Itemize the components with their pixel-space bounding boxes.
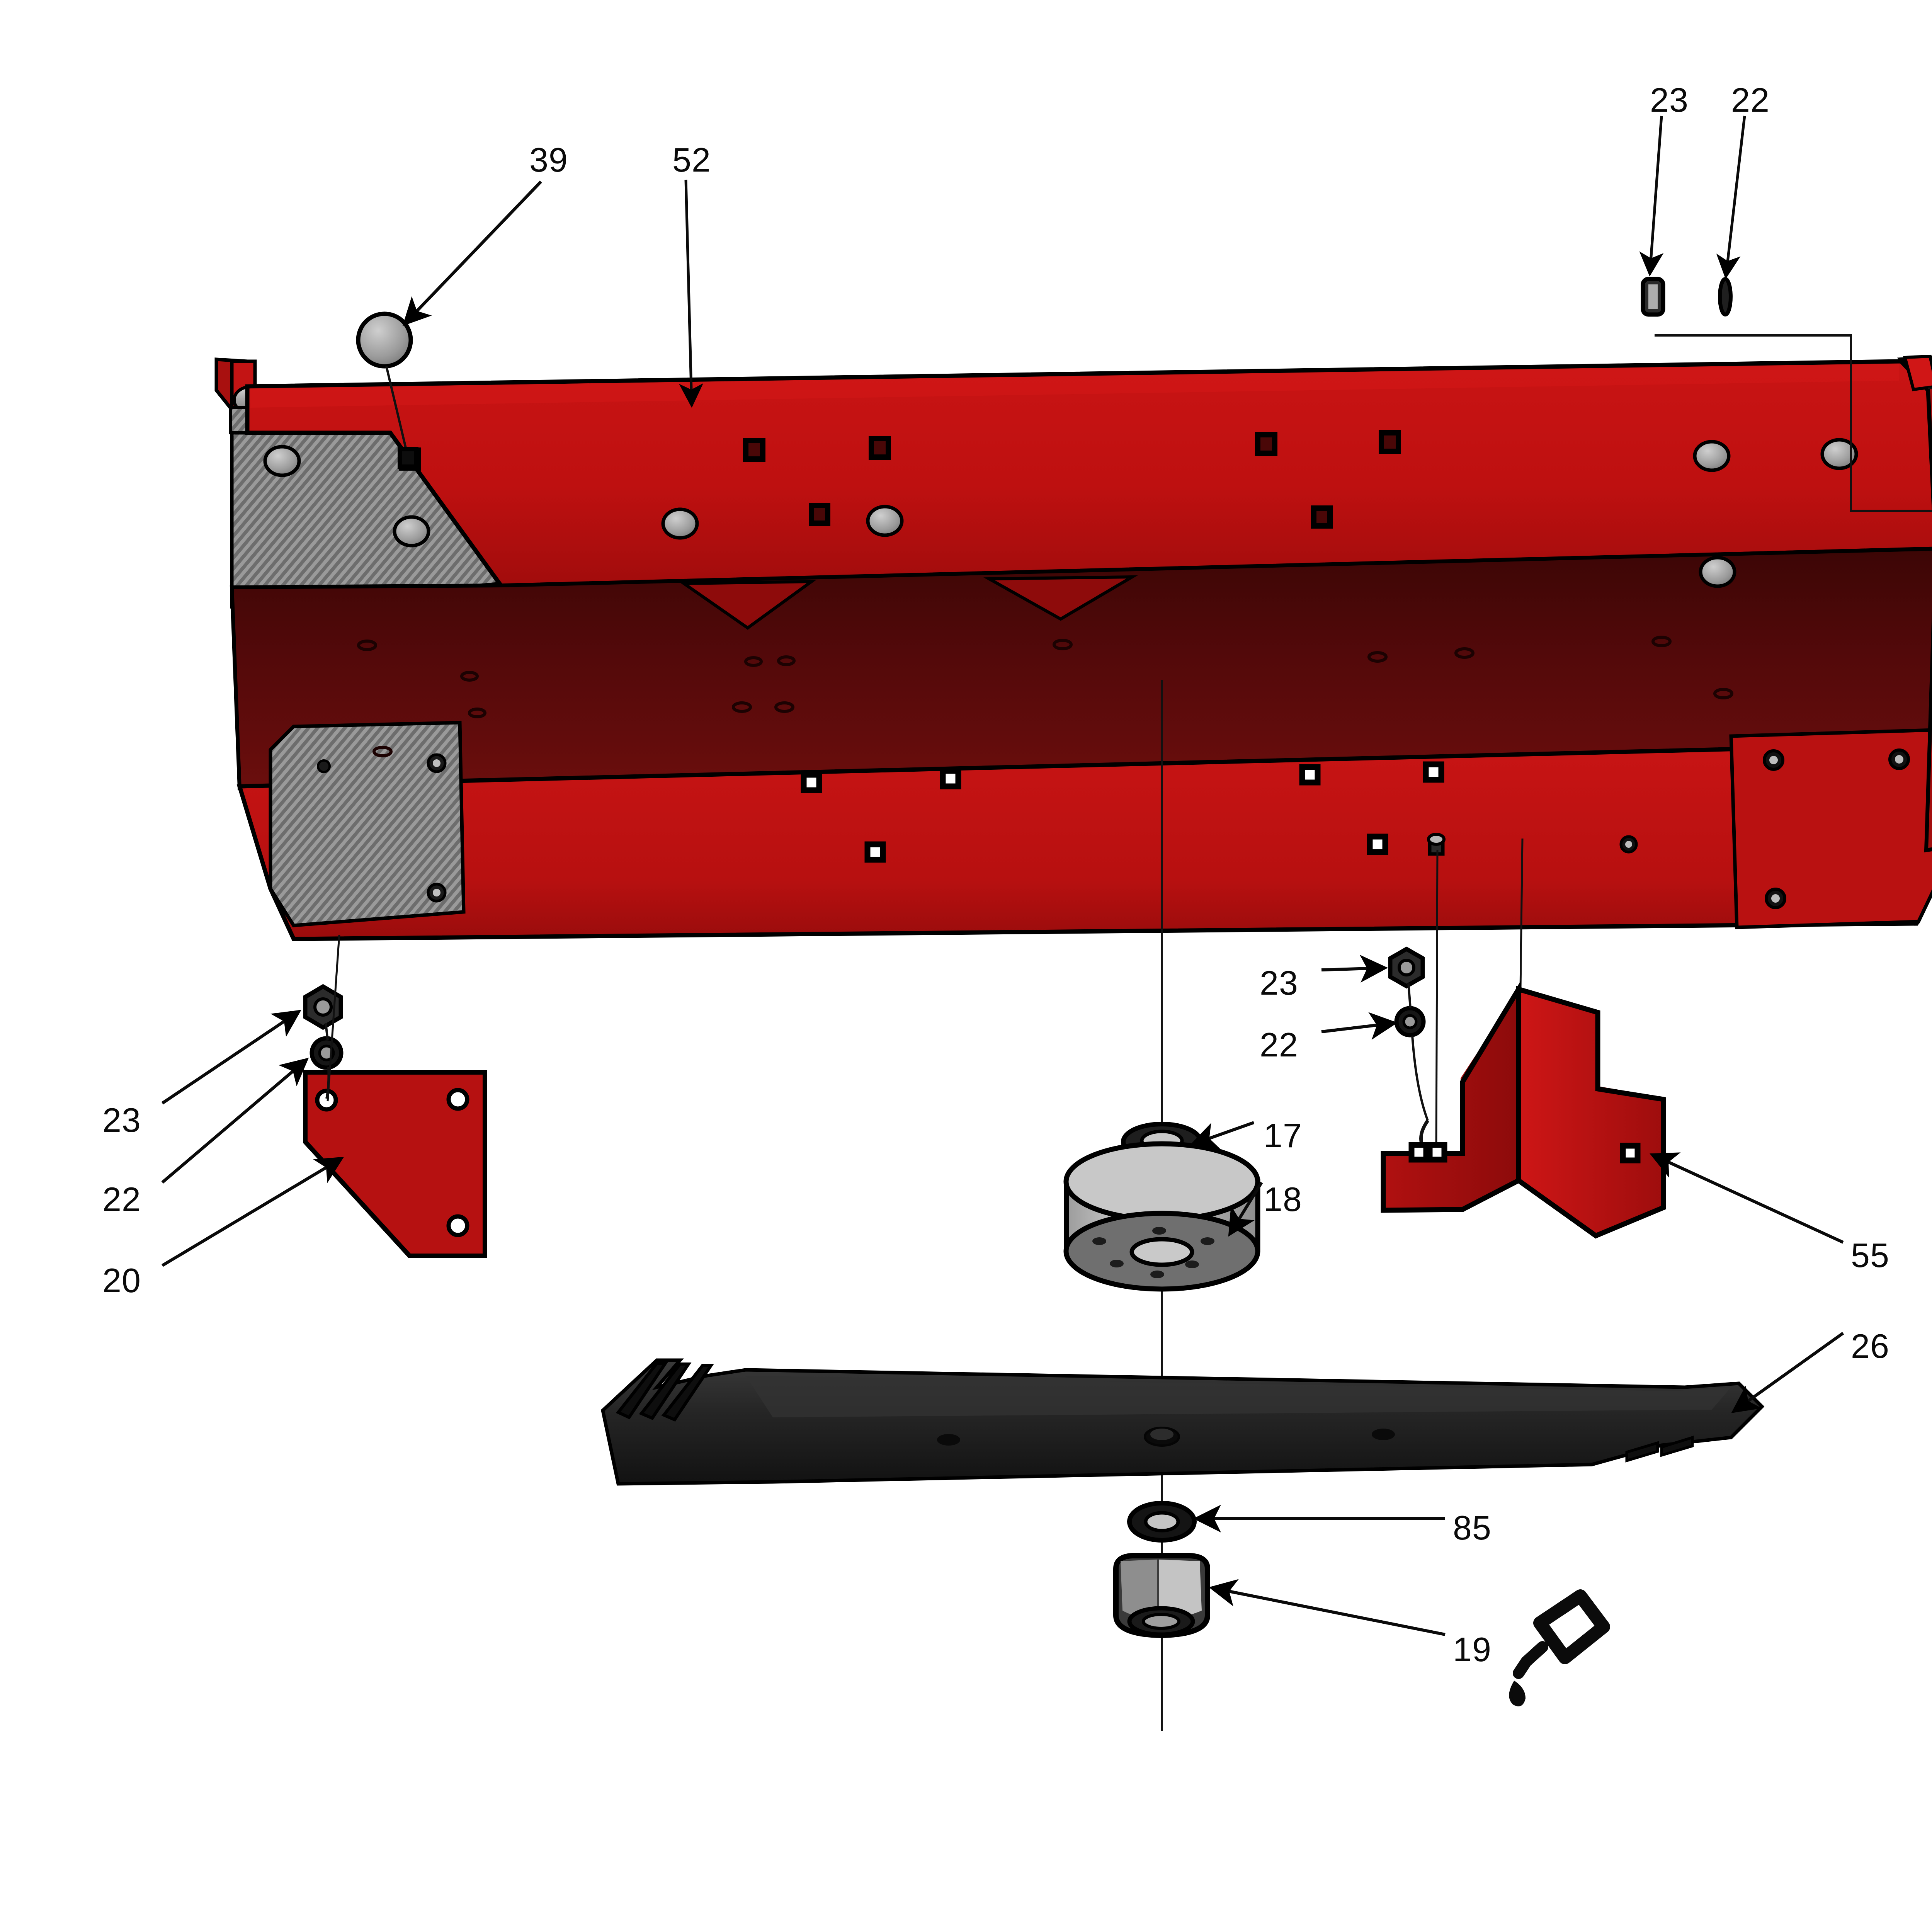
callout-number-23-top: 23: [1650, 81, 1689, 119]
callout-number-22-mid: 22: [1260, 1026, 1298, 1064]
oil-can-icon: [1509, 1589, 1610, 1706]
callout-number-20: 20: [102, 1261, 141, 1300]
main-deck-shell: [214, 354, 1932, 941]
upper-washer: [1718, 277, 1733, 316]
callout-number-85: 85: [1453, 1509, 1492, 1547]
callout-number-23-left: 23: [102, 1101, 141, 1139]
callout-number-17: 17: [1264, 1116, 1302, 1155]
upper-hardware-group: [1641, 277, 1932, 512]
red-baffle-plate: [1381, 980, 1666, 1239]
mower-blade: [601, 1358, 1765, 1486]
callout-number-39: 39: [529, 141, 568, 179]
blade-washer: [1127, 1501, 1197, 1543]
callout-number-22-left: 22: [102, 1180, 141, 1218]
callout-number-19: 19: [1453, 1630, 1492, 1669]
upper-bolt: [1641, 277, 1665, 317]
callout-number-55: 55: [1851, 1236, 1889, 1274]
callout-number-23-mid: 23: [1260, 964, 1298, 1002]
callout-number-22-top: 22: [1731, 81, 1770, 119]
callout-number-26: 26: [1851, 1327, 1889, 1365]
left-skid-plate: [303, 1070, 487, 1258]
leader-lines: [161, 116, 1844, 1636]
plug-washer-above-deck: [356, 311, 418, 469]
lower-left-hardware: [303, 984, 344, 1099]
spindle-housing: [1063, 1141, 1260, 1292]
callout-number-18: 18: [1264, 1180, 1302, 1218]
callout-number-52: 52: [672, 141, 711, 179]
blade-retaining-nut: [1113, 1553, 1210, 1638]
mid-hardware: [1388, 946, 1429, 1155]
